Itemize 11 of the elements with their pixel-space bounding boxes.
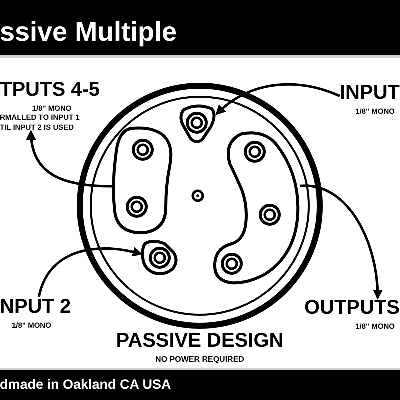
- port-label: TPUTS 4-5: [0, 80, 100, 100]
- design-heading: PASSIVE DESIGN: [116, 331, 284, 351]
- port-label: NPUT 2: [0, 297, 72, 317]
- arrow: [38, 247, 143, 298]
- port-label: INPUT: [340, 83, 400, 103]
- arrow: [216, 83, 340, 116]
- arrow: [26, 130, 112, 188]
- design-note: NO POWER REQUIRED: [156, 356, 244, 364]
- port-label: OUTPUTS: [304, 298, 400, 318]
- title: ssive Multiple: [0, 19, 178, 46]
- footer-text: dmade in Oakland CA USA: [0, 378, 172, 392]
